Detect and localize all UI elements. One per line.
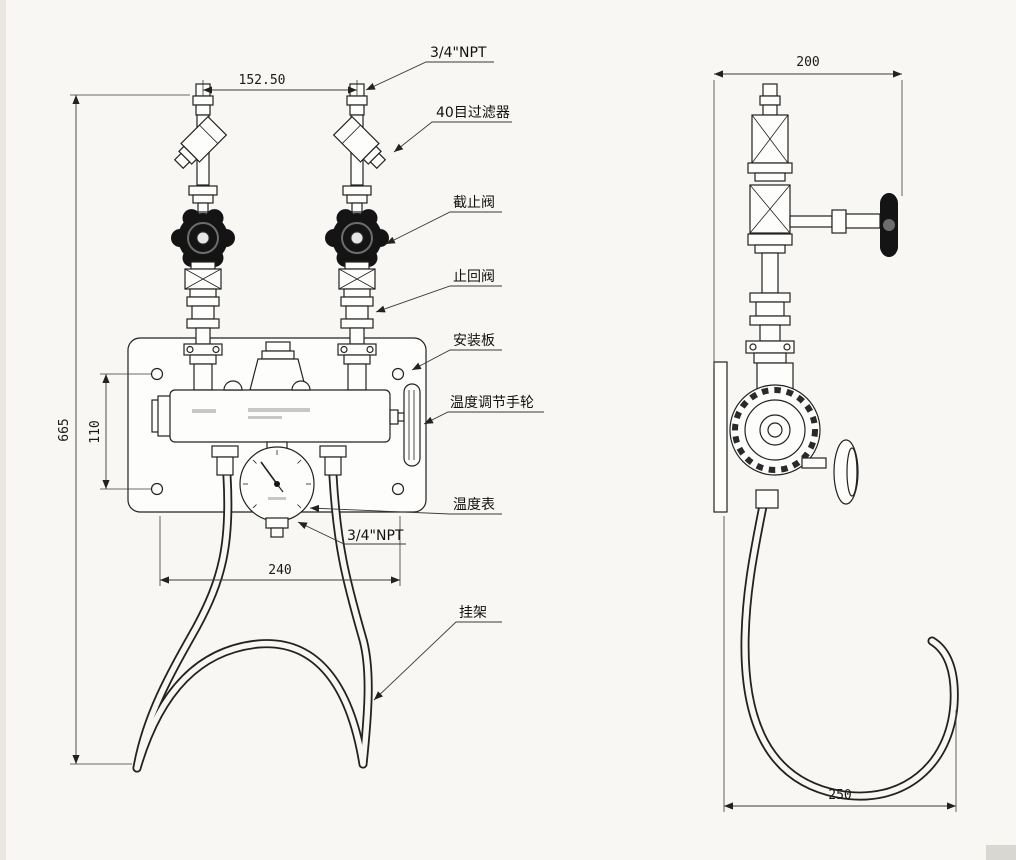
dim-side-depth-text: 200: [796, 55, 819, 70]
hanger-side: [740, 501, 959, 801]
strainer-right-icon: [332, 115, 387, 170]
check-valve-right: [340, 296, 374, 329]
label-strainer: 40目过滤器: [436, 105, 510, 121]
mounting-plate-edge: [713, 361, 728, 513]
label-check-valve: 止回阀: [453, 269, 495, 285]
front-view: 152.50 665 110 240 3/4"NPT 40目过滤器: [57, 45, 544, 773]
side-view: 200 250: [713, 55, 959, 812]
check-valve-left: [186, 296, 220, 329]
check-valve-side: [749, 292, 791, 326]
dim-top-width-text: 152.50: [239, 73, 286, 88]
mixing-valve-body: [151, 341, 405, 443]
dim-hole-spacing: 110: [88, 373, 151, 490]
inlet-assembly-left: [170, 83, 236, 391]
dim-overall-height-text: 665: [57, 418, 72, 441]
temp-handwheel-front: [403, 383, 421, 467]
stop-valve-side: [749, 184, 898, 257]
strainer-left-icon: [173, 115, 228, 170]
side-assembly: [729, 83, 898, 509]
callouts: 3/4"NPT 40目过滤器 截止阀 止回阀 安装板 温度调节手轮 温度表 3/…: [297, 45, 544, 701]
dim-plate-width: 240: [159, 516, 401, 586]
label-temp-handwheel: 温度调节手轮: [450, 395, 534, 411]
dim-top-width: 152.50: [202, 73, 358, 96]
label-hanger: 挂架: [459, 605, 487, 621]
stop-valve-handwheel-left: [170, 208, 236, 268]
outlet-union-right: [319, 445, 347, 476]
dim-hook-depth-text: 250: [828, 788, 851, 803]
mixing-valve-body-side: [729, 384, 821, 476]
temp-handwheel-side: [801, 439, 859, 505]
hanger-front: [132, 471, 373, 773]
outlet-union-left: [211, 445, 239, 476]
label-temp-gauge: 温度表: [453, 497, 495, 513]
dim-side-depth: 200: [713, 55, 903, 368]
inlet-assembly-right: [324, 83, 390, 391]
page-edge-strip: [0, 0, 6, 860]
label-npt-top: 3/4"NPT: [430, 45, 487, 61]
temperature-gauge: [239, 441, 315, 538]
dim-hole-spacing-text: 110: [88, 420, 103, 443]
stop-valve-handwheel-right: [324, 208, 390, 268]
dim-plate-width-text: 240: [268, 563, 291, 578]
bottom-outlet: [265, 517, 289, 529]
page-corner-mark: [986, 845, 1016, 860]
dim-hook-depth: 250: [723, 516, 957, 812]
stop-valve-handwheel-side: [880, 193, 898, 257]
strainer-side-icon: [751, 114, 789, 164]
label-stop-valve: 截止阀: [453, 195, 495, 211]
label-npt-bottom: 3/4"NPT: [347, 528, 404, 544]
dim-overall-height: 665: [57, 94, 190, 765]
label-mounting-plate: 安装板: [453, 333, 495, 349]
